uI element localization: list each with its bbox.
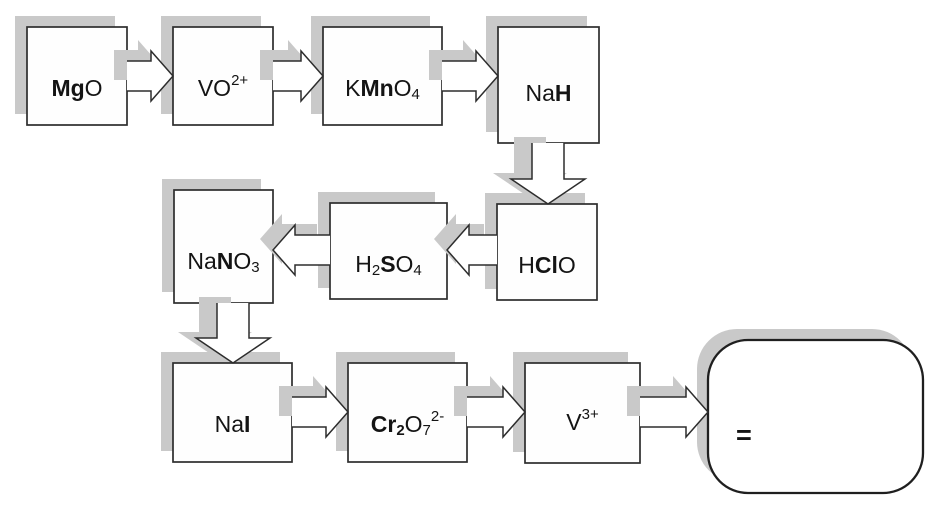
arrow-nano3-nai — [193, 303, 273, 364]
formula-segment: O — [557, 251, 576, 278]
formula-segment: 3+ — [581, 405, 599, 423]
arrows — [127, 49, 709, 439]
result-label: = — [708, 340, 923, 493]
formula-segment: 2+ — [231, 71, 249, 89]
formula-segment: O — [84, 74, 103, 101]
formula-segment: V — [566, 408, 582, 435]
boxes — [26, 26, 925, 495]
arrow-cr2o7-v3 — [467, 385, 526, 439]
formula-segment: N — [216, 248, 234, 274]
formula-segment: 2 — [396, 422, 405, 439]
node-box-mgo — [26, 26, 128, 126]
node-box-nano3 — [173, 189, 274, 304]
arrow-mgo-vo2 — [127, 49, 174, 103]
formula-segment: Na — [187, 248, 217, 274]
arrow-h2so4-nano3 — [272, 223, 330, 277]
formula-segment: S — [380, 250, 396, 277]
formula-segment: Mg — [51, 74, 85, 101]
formula-segment: 2- — [430, 408, 445, 425]
node-box-nai — [172, 362, 293, 463]
formula-segment: H — [355, 250, 372, 277]
formula-segment: 4 — [411, 85, 420, 103]
arrow-nai-cr2o7 — [292, 385, 349, 439]
formula-segment: Cl — [534, 251, 558, 278]
arrow-kmno4-nah — [442, 49, 499, 103]
formula-segment: VO — [197, 74, 232, 101]
node-box-hclo — [496, 203, 598, 301]
formula-segment: 3 — [251, 259, 260, 276]
formula-segment: O — [393, 74, 412, 101]
node-box-vo2 — [172, 26, 274, 126]
node-box-v3 — [524, 362, 641, 464]
formula-segment: 7 — [422, 422, 431, 439]
formula-segment: I — [244, 411, 251, 437]
result-box — [706, 338, 925, 495]
formula-segment: H — [518, 251, 535, 278]
formula-segment: Na — [214, 411, 244, 437]
equals-sign: = — [736, 420, 752, 450]
arrow-vo2-kmno4 — [273, 49, 324, 103]
formula-segment: 4 — [413, 261, 422, 279]
formula-segment: O — [404, 411, 423, 437]
node-box-cr2o7 — [347, 362, 468, 463]
arrow-nah-hclo — [508, 143, 588, 205]
node-box-h2so4 — [329, 202, 448, 300]
formula-segment: Mn — [360, 74, 394, 101]
arrow-v3-result — [640, 385, 709, 439]
formula-segment: K — [345, 74, 361, 101]
formula-segment: 2 — [371, 261, 381, 279]
formula-segment: H — [554, 79, 572, 106]
formula-segment: O — [395, 250, 414, 277]
arrow-hclo-h2so4 — [446, 223, 497, 277]
node-box-kmno4 — [322, 26, 443, 126]
formula-segment: Na — [525, 79, 555, 106]
formula-segment: O — [233, 248, 252, 274]
formula-segment: Cr — [370, 411, 397, 437]
node-box-nah — [497, 26, 600, 144]
